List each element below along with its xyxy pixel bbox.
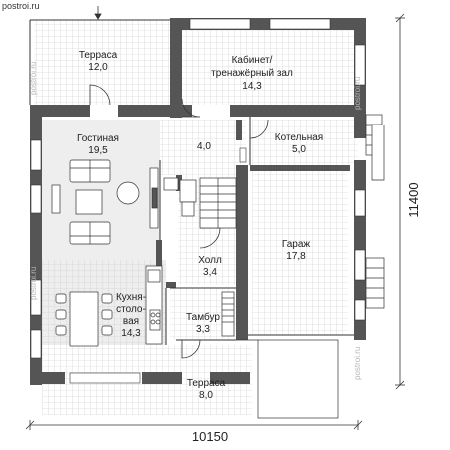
label-kitchen-name-2: столо-	[116, 304, 146, 315]
floor-passage	[160, 120, 246, 175]
watermark-text: postroi.ru	[29, 267, 38, 300]
label-kitchen-name-1: Кухня-	[116, 292, 146, 303]
dimension-width	[25, 420, 363, 430]
internal-stair	[199, 177, 237, 229]
watermark: postroi.ru postroi.ru postroi.ru postroi…	[29, 62, 362, 380]
label-office-name-1: Кабинет/	[232, 54, 273, 66]
garage-stair	[365, 257, 385, 309]
entry-arrow-icon	[94, 6, 102, 20]
label-garage-area: 17,8	[286, 251, 306, 262]
label-garage-name: Гараж	[282, 239, 311, 250]
label-office-area: 14,3	[242, 81, 262, 92]
boiler-stair	[365, 114, 385, 181]
label-terrace-top-name: Терраса	[79, 50, 118, 61]
dimension-width-label: 10150	[192, 429, 228, 444]
floor-boiler	[252, 120, 358, 165]
watermark-text: postroi.ru	[29, 62, 38, 95]
site-url: postroi.ru	[2, 1, 40, 11]
watermark-text: postroi.ru	[353, 77, 362, 110]
floor-office	[180, 20, 358, 105]
label-terrace-bottom-area: 8,0	[199, 390, 213, 401]
floor-garage-apron	[257, 339, 339, 419]
label-terrace-top-area: 12,0	[88, 62, 108, 73]
label-boiler-name: Котельная	[275, 132, 323, 143]
dimension-height-label: 11400	[406, 182, 421, 217]
label-hall-name: Холл	[198, 255, 222, 266]
label-office-name-2: тренажёрный зал	[211, 68, 293, 79]
label-vestibule-area: 3,3	[196, 324, 210, 335]
label-kitchen-area: 14,3	[121, 328, 141, 339]
windows	[30, 18, 366, 384]
floor-terrace-top	[34, 20, 170, 105]
label-terrace-bottom-name: Терраса	[187, 378, 226, 389]
floor-garage	[252, 170, 348, 335]
label-vestibule-name: Тамбур	[186, 311, 220, 323]
label-kitchen-name-3: вая	[123, 316, 139, 327]
label-hall-area: 3,4	[203, 267, 217, 278]
living-furniture	[51, 159, 159, 245]
kitchen-furniture	[55, 265, 163, 347]
bath-fixtures	[163, 177, 235, 337]
dimension-height	[395, 13, 405, 390]
watermark-text: postroi.ru	[353, 347, 362, 380]
room-labels: Терраса 12,0 Кабинет/ тренажёрный зал 14…	[77, 50, 323, 401]
label-boiler-area: 5,0	[292, 144, 306, 155]
label-passage-area: 4,0	[197, 141, 211, 152]
label-living-area: 19,5	[88, 145, 108, 156]
doors	[89, 84, 269, 359]
label-living-name: Гостиная	[77, 133, 119, 144]
